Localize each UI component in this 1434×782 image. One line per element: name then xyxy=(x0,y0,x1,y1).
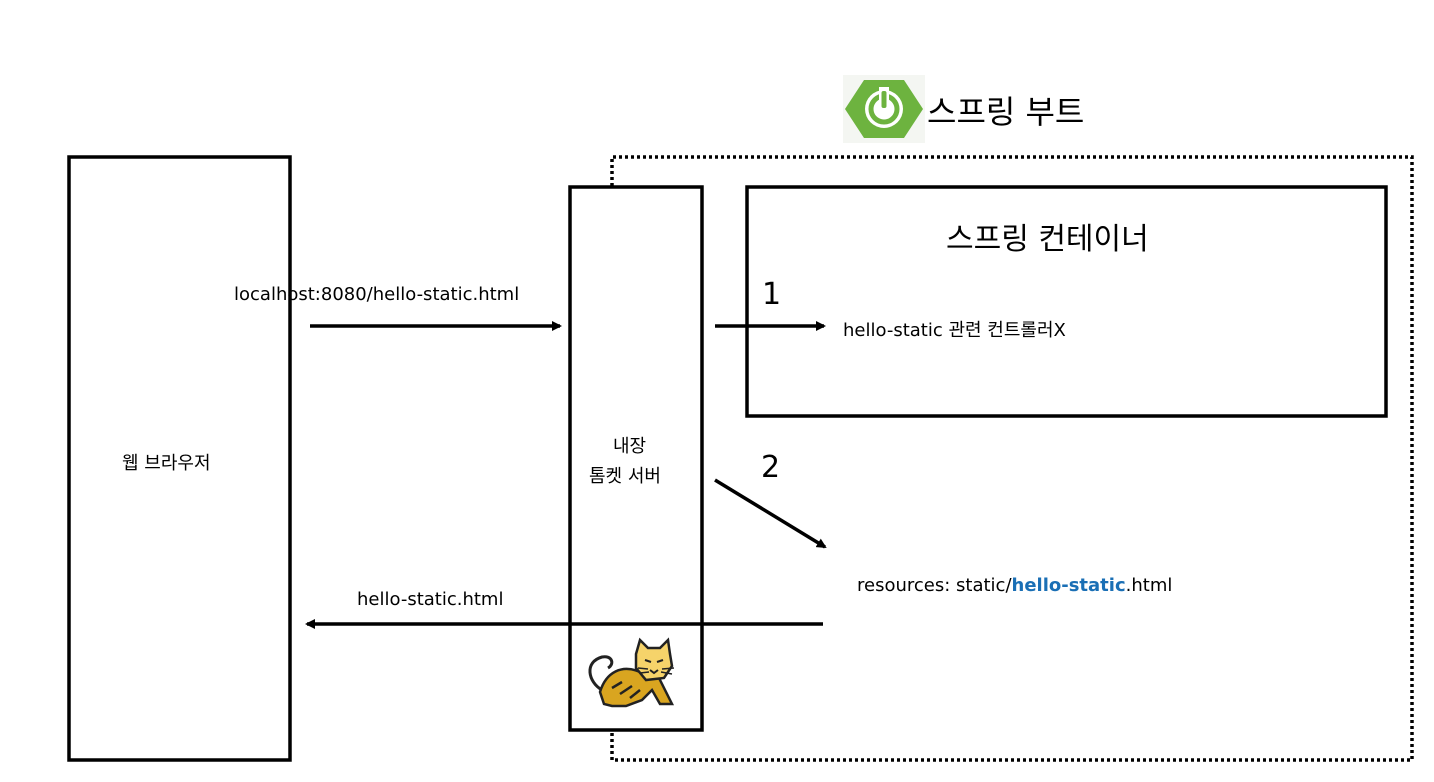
tomcat-cat-icon xyxy=(588,637,675,708)
resources-prefix: resources: static/ xyxy=(857,575,1012,596)
response-label: hello-static.html xyxy=(357,589,504,610)
step1-number: 1 xyxy=(762,277,782,312)
tomcat-label-line2: 톰켓 서버 xyxy=(589,466,661,487)
spring-boot-title: 스프링 부트 xyxy=(927,93,1085,131)
step2-number: 2 xyxy=(761,450,781,485)
spring-container-title: 스프링 컨테이너 xyxy=(946,222,1149,257)
web-browser-box xyxy=(67,155,292,762)
step2-arrow xyxy=(714,478,827,549)
spring-container-box xyxy=(745,185,1388,418)
spring-boot-boundary xyxy=(610,155,1414,762)
controller-note: hello-static 관련 컨트롤러X xyxy=(843,320,1066,341)
tomcat-server-box xyxy=(568,185,704,732)
web-browser-label: 웹 브라우저 xyxy=(122,453,211,474)
resources-highlight: hello-static xyxy=(1011,575,1126,596)
tomcat-label-line1: 내장 xyxy=(613,436,647,457)
resources-suffix: .html xyxy=(1125,575,1173,596)
spring-power-icon xyxy=(843,75,925,143)
resources-path: resources: static/hello-static.html xyxy=(857,575,1172,596)
request-url-label: localhost:8080/hello-static.html xyxy=(234,284,520,305)
